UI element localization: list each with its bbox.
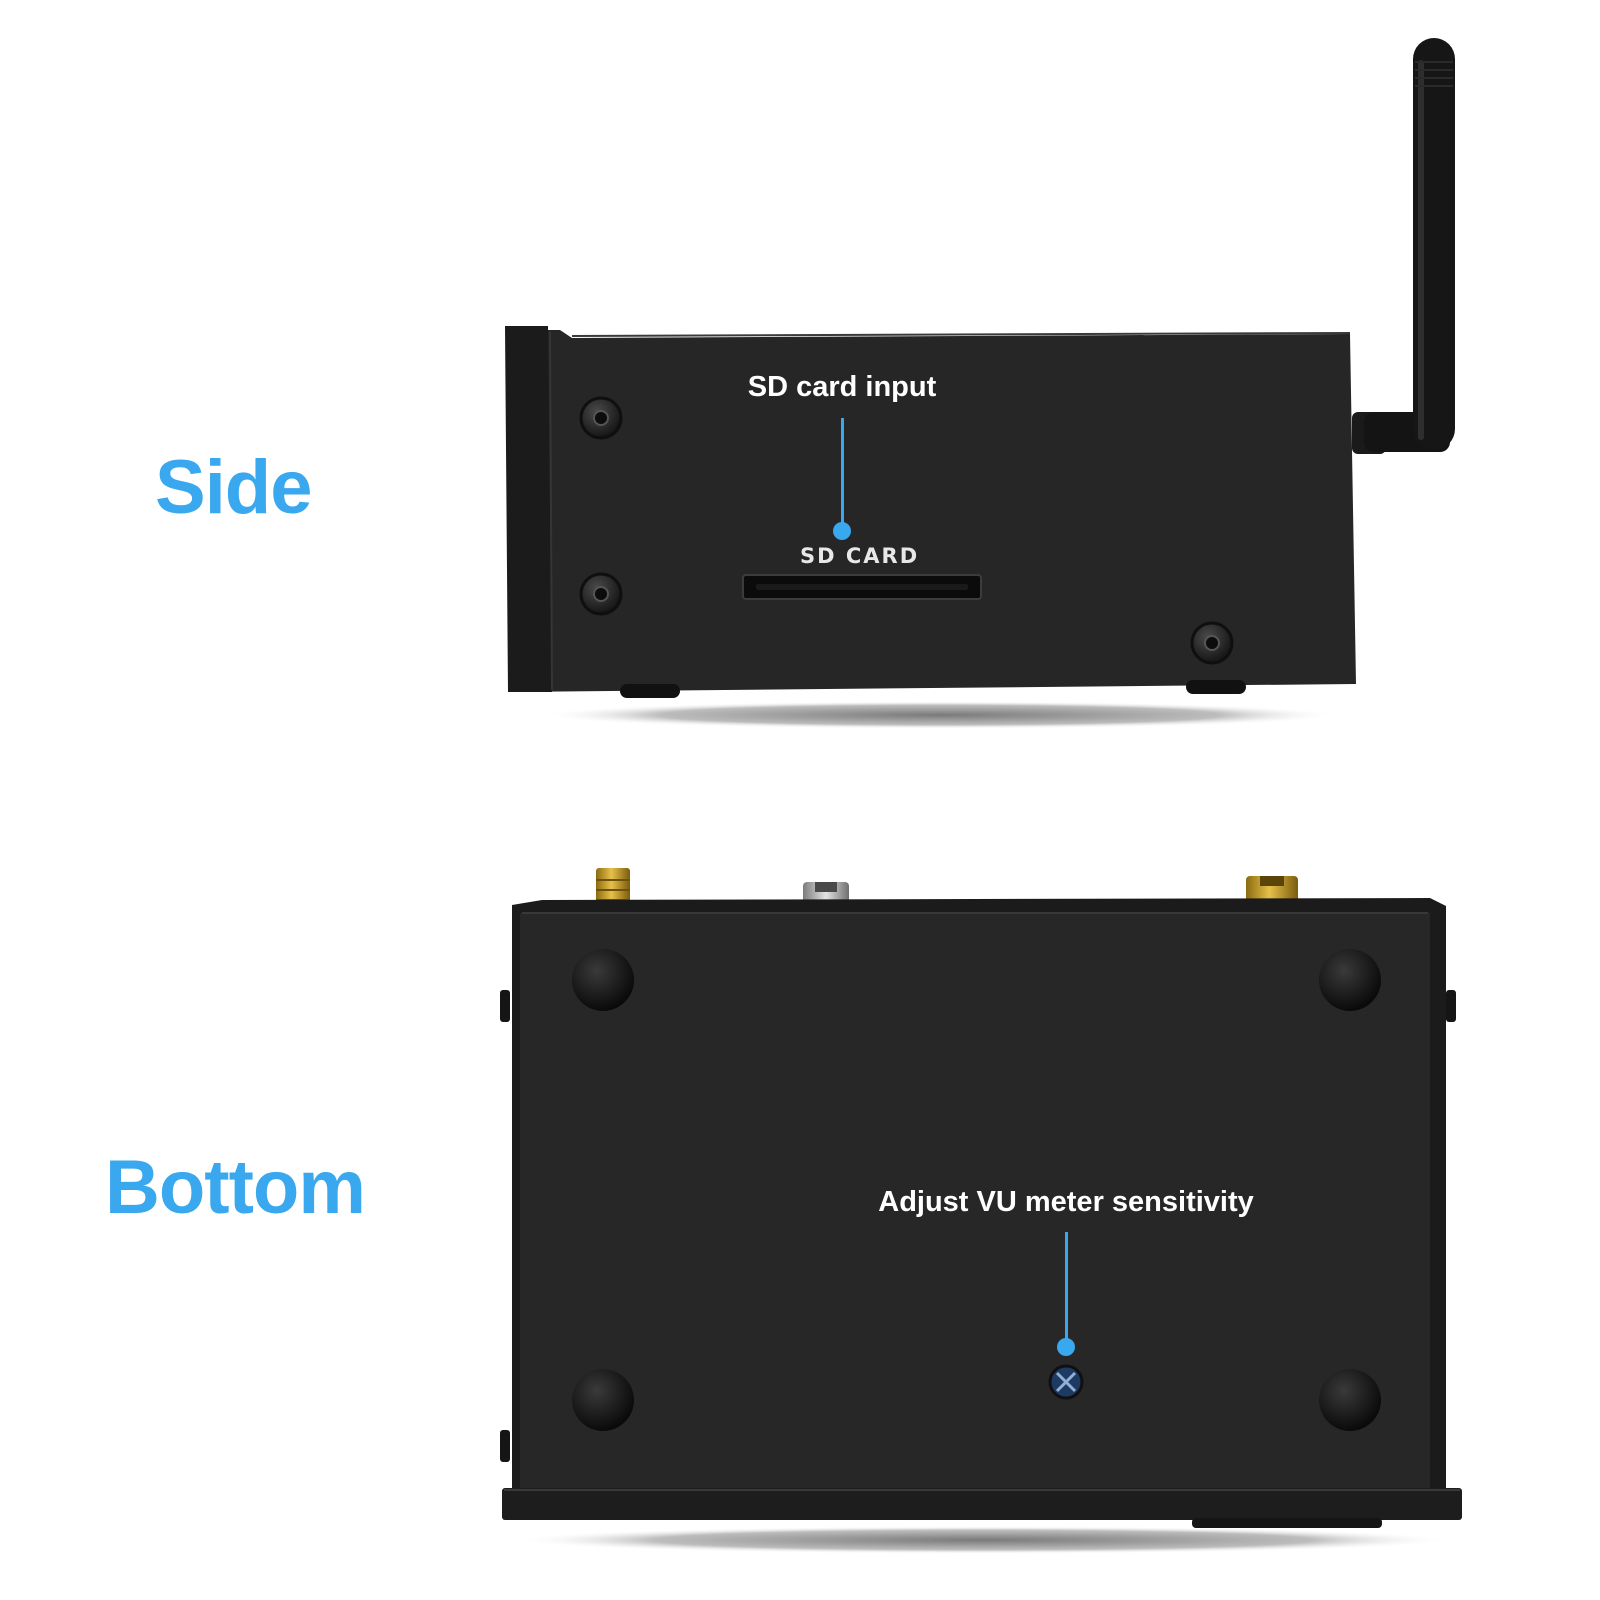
sd-card-leader-line	[841, 418, 844, 528]
rubber-foot	[572, 949, 634, 1011]
sd-card-slot	[742, 574, 982, 600]
vu-meter-callout: Adjust VU meter sensitivity	[878, 1186, 1254, 1218]
bottom-view-device	[500, 868, 1462, 1554]
side-view-device	[505, 38, 1455, 729]
rubber-foot	[1319, 949, 1381, 1011]
side-view-label: Side	[155, 445, 312, 530]
vu-adjust-screw-icon	[1048, 1364, 1084, 1400]
sd-card-callout: SD card input	[747, 371, 937, 403]
vu-meter-leader-dot	[1057, 1338, 1075, 1356]
antenna	[1352, 38, 1455, 454]
screw-icon	[579, 396, 623, 440]
vu-meter-leader-line	[1065, 1232, 1068, 1344]
rubber-foot	[572, 1369, 634, 1431]
rubber-foot	[1319, 1369, 1381, 1431]
screw-icon	[1190, 621, 1234, 665]
screw-icon	[579, 572, 623, 616]
side-shadow	[540, 701, 1340, 729]
bottom-shadow	[513, 1526, 1453, 1554]
sd-card-marking: SD CARD	[800, 544, 920, 568]
bottom-view-label: Bottom	[105, 1145, 366, 1230]
sd-card-leader-dot	[833, 522, 851, 540]
